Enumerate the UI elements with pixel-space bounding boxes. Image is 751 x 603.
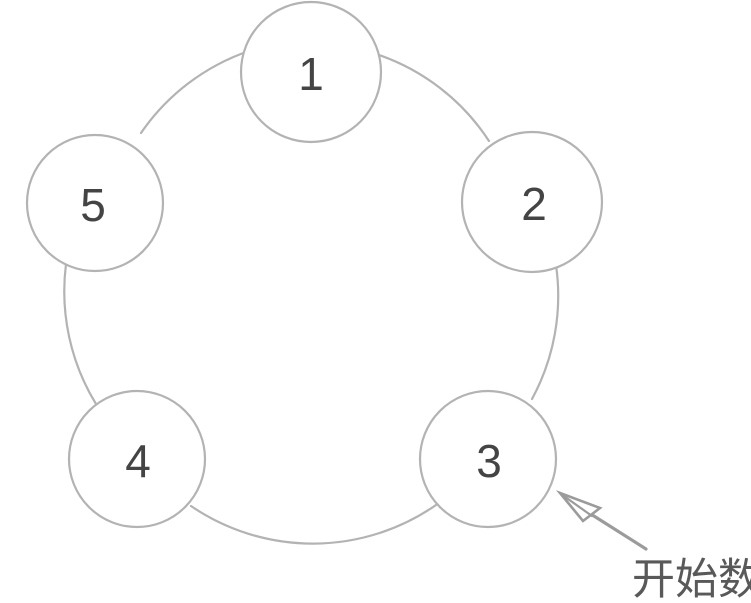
node-label-4: 4 <box>125 435 151 487</box>
node-circle-4[interactable] <box>67 389 207 529</box>
node-label-2: 2 <box>521 178 547 230</box>
node-label-5: 5 <box>80 179 106 231</box>
arc-5-to-1 <box>139 49 251 135</box>
node-circle-1[interactable] <box>239 0 383 144</box>
start-annotation-label: 开始数 <box>632 555 751 603</box>
arc-2-to-3 <box>530 263 560 401</box>
arrow-head-center-line <box>559 492 594 518</box>
node-circle-3[interactable] <box>418 389 558 529</box>
start-annotation-arrow <box>555 490 648 551</box>
arc-3-to-4 <box>189 503 438 545</box>
arc-1-to-2 <box>374 52 491 143</box>
node-label-1: 1 <box>298 48 324 100</box>
node-labels: 1 2 3 4 5 <box>80 48 547 487</box>
node-circle-5[interactable] <box>25 133 165 273</box>
arc-4-to-5 <box>63 262 98 406</box>
arrow-shaft-line <box>584 509 648 551</box>
ring-connections <box>63 49 560 545</box>
node-label-3: 3 <box>476 435 502 487</box>
node-circle-2[interactable] <box>460 130 604 274</box>
node-circles <box>25 0 604 529</box>
